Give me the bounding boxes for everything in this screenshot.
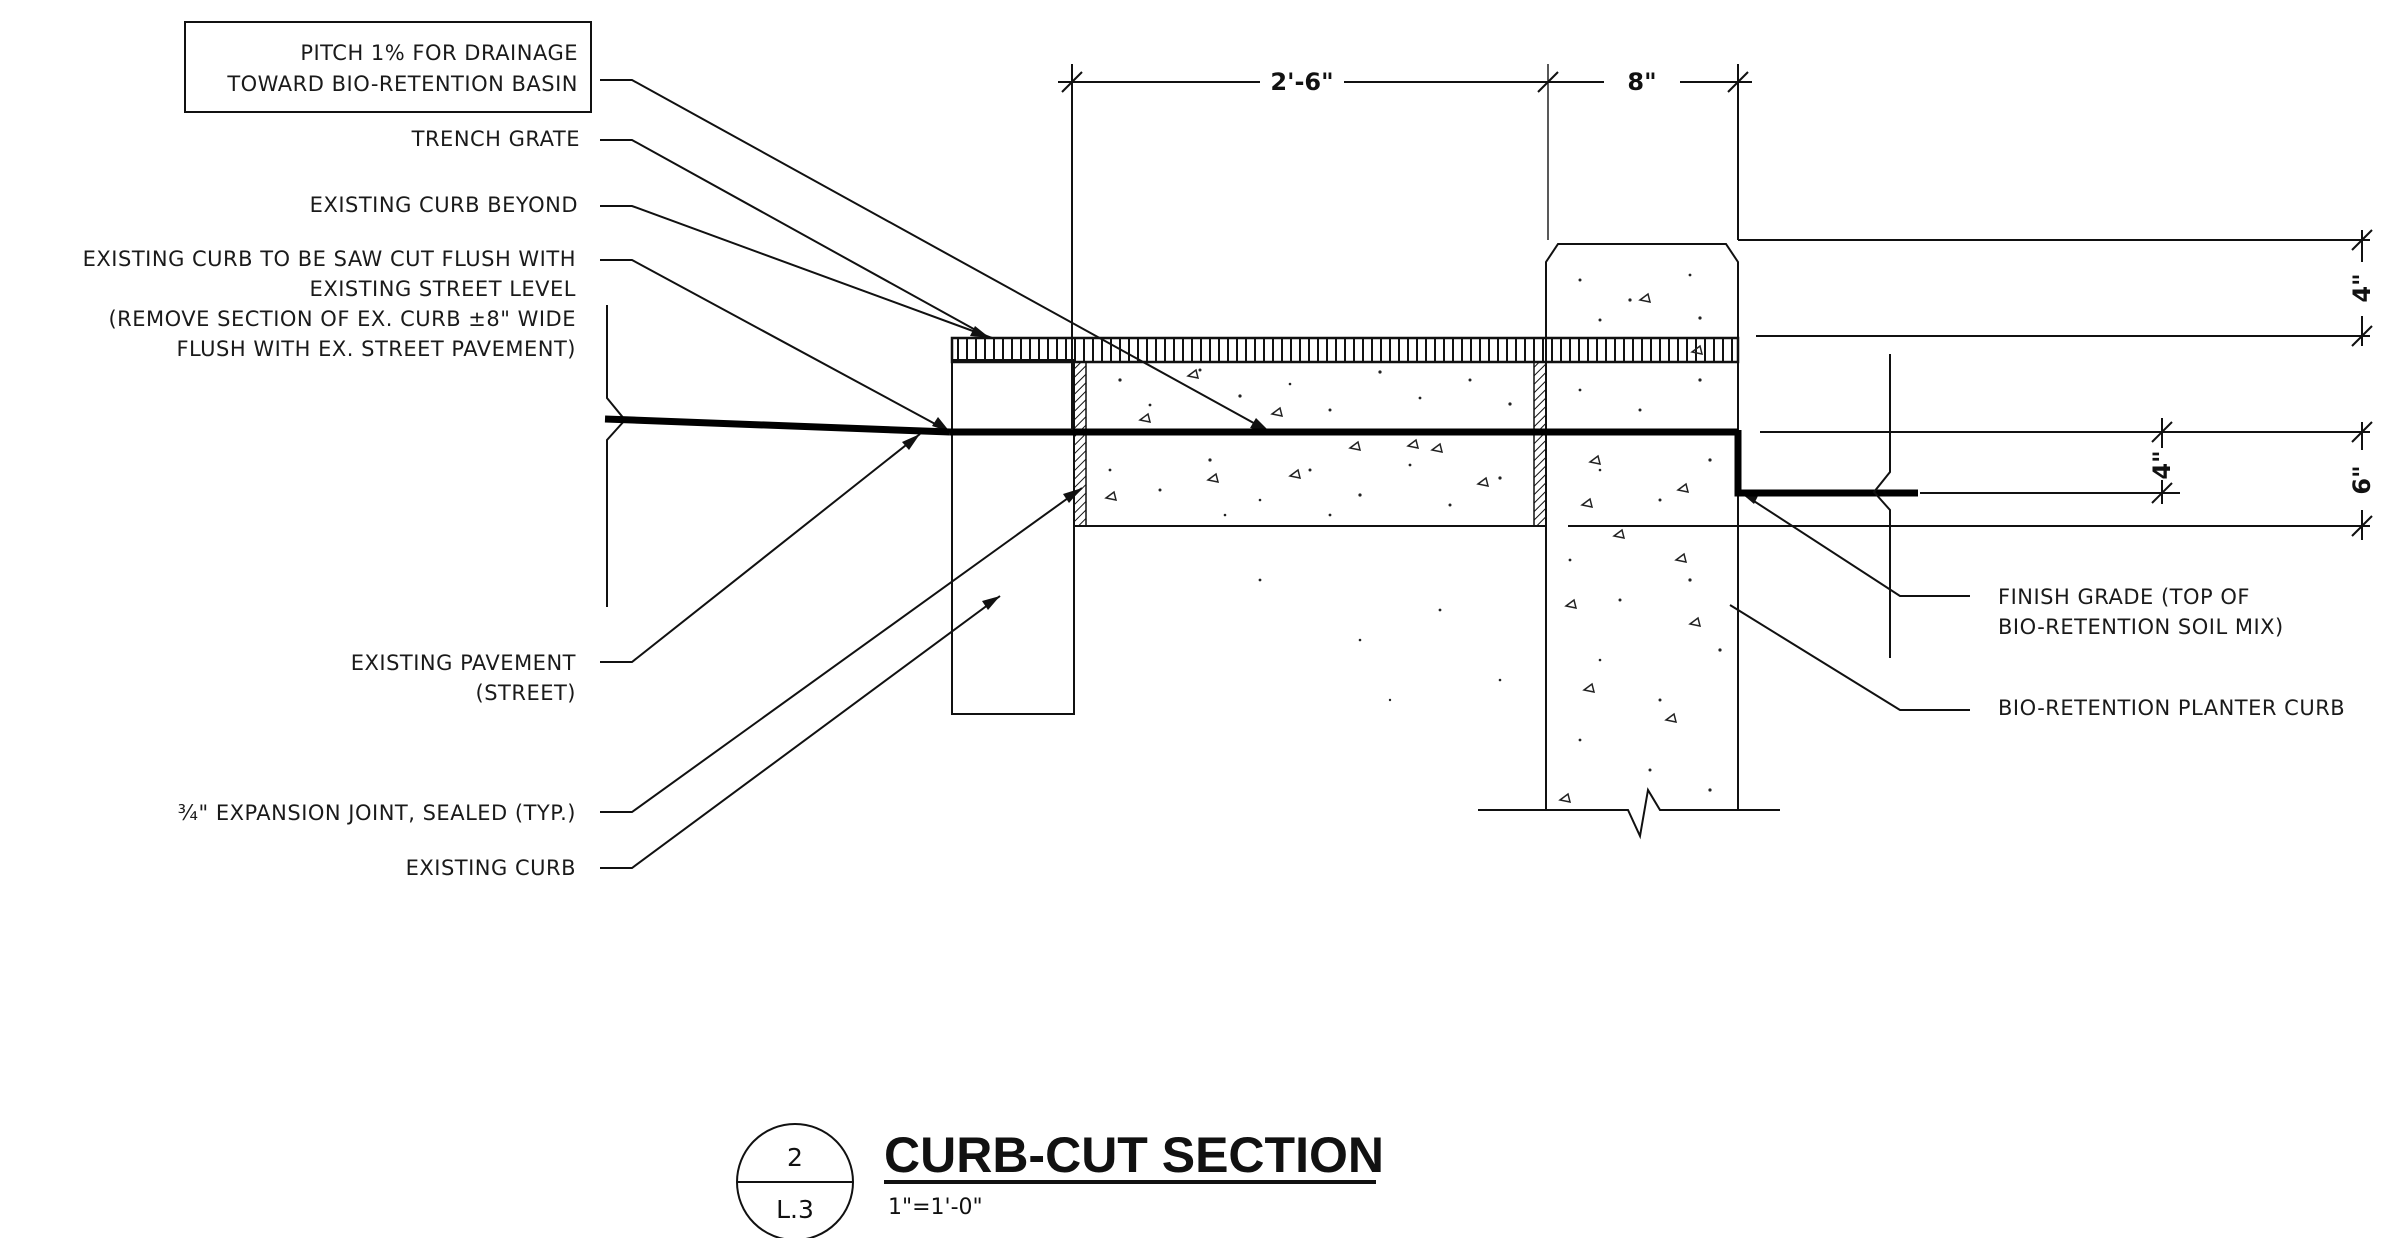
pitch-note-box	[184, 21, 592, 113]
pitch-note-line2: TOWARD BIO-RETENTION BASIN	[226, 72, 578, 96]
trench-width-dimension: 2'-6"	[1270, 68, 1333, 96]
right-break-line	[1872, 354, 1891, 658]
slab-depth-dimension: 6"	[2348, 465, 2376, 494]
leader-arrowheads	[902, 326, 1759, 610]
existing-pavement-line	[604, 415, 951, 436]
top-dimension-line	[1058, 64, 1752, 430]
planter-curb-shape	[1545, 243, 1739, 810]
saw-cut-label-line3: (REMOVE SECTION OF EX. CURB ±8" WIDE	[108, 307, 576, 331]
expansion-joint-label: ¾" EXPANSION JOINT, SEALED (TYP.)	[178, 801, 576, 825]
existing-pavement-label-line2: (STREET)	[476, 681, 577, 705]
drawing-scale: 1"=1'-0"	[888, 1195, 983, 1220]
right-dimension-lines	[1568, 229, 2373, 540]
sheet-number: L.3	[776, 1195, 814, 1224]
concrete-stipple	[1108, 273, 1722, 792]
expansion-joint-right	[1533, 361, 1547, 527]
planter-curb-label: BIO-RETENTION PLANTER CURB	[1998, 696, 2345, 720]
leader-lines	[600, 79, 1970, 869]
planter-base-break-line	[1478, 787, 1780, 840]
existing-curb-beyond-label: EXISTING CURB BEYOND	[310, 193, 578, 217]
trench-grate	[950, 336, 1740, 364]
existing-curb-label: EXISTING CURB	[406, 856, 576, 880]
detail-number: 2	[787, 1143, 803, 1172]
saw-cut-label-line2: EXISTING STREET LEVEL	[310, 277, 576, 301]
concrete-aggregate-marks	[1104, 292, 1704, 803]
detail-bubble	[736, 1123, 854, 1238]
expansion-joint-left	[1073, 361, 1087, 527]
saw-cut-label-line1: EXISTING CURB TO BE SAW CUT FLUSH WITH	[83, 247, 576, 271]
finish-grade-label-line2: BIO-RETENTION SOIL MIX)	[1998, 615, 2284, 639]
pitch-note-line1: PITCH 1% FOR DRAINAGE	[300, 41, 578, 65]
saw-cut-label-line4: FLUSH WITH EX. STREET PAVEMENT)	[176, 337, 576, 361]
grade-drop-dimension: 4"	[2148, 450, 2176, 479]
left-break-line	[606, 305, 627, 607]
drawing-title: CURB-CUT SECTION	[884, 1127, 1384, 1183]
curb-top-dimension: 4"	[2348, 273, 2376, 302]
finish-grade-line	[1734, 430, 1918, 497]
trench-grate-label: TRENCH GRATE	[411, 127, 580, 151]
concrete-trench-slab	[1073, 361, 1547, 527]
finish-grade-label-line1: FINISH GRADE (TOP OF	[1998, 585, 2250, 609]
curb-width-dimension: 8"	[1627, 68, 1656, 96]
existing-pavement-label-line1: EXISTING PAVEMENT	[351, 651, 576, 675]
